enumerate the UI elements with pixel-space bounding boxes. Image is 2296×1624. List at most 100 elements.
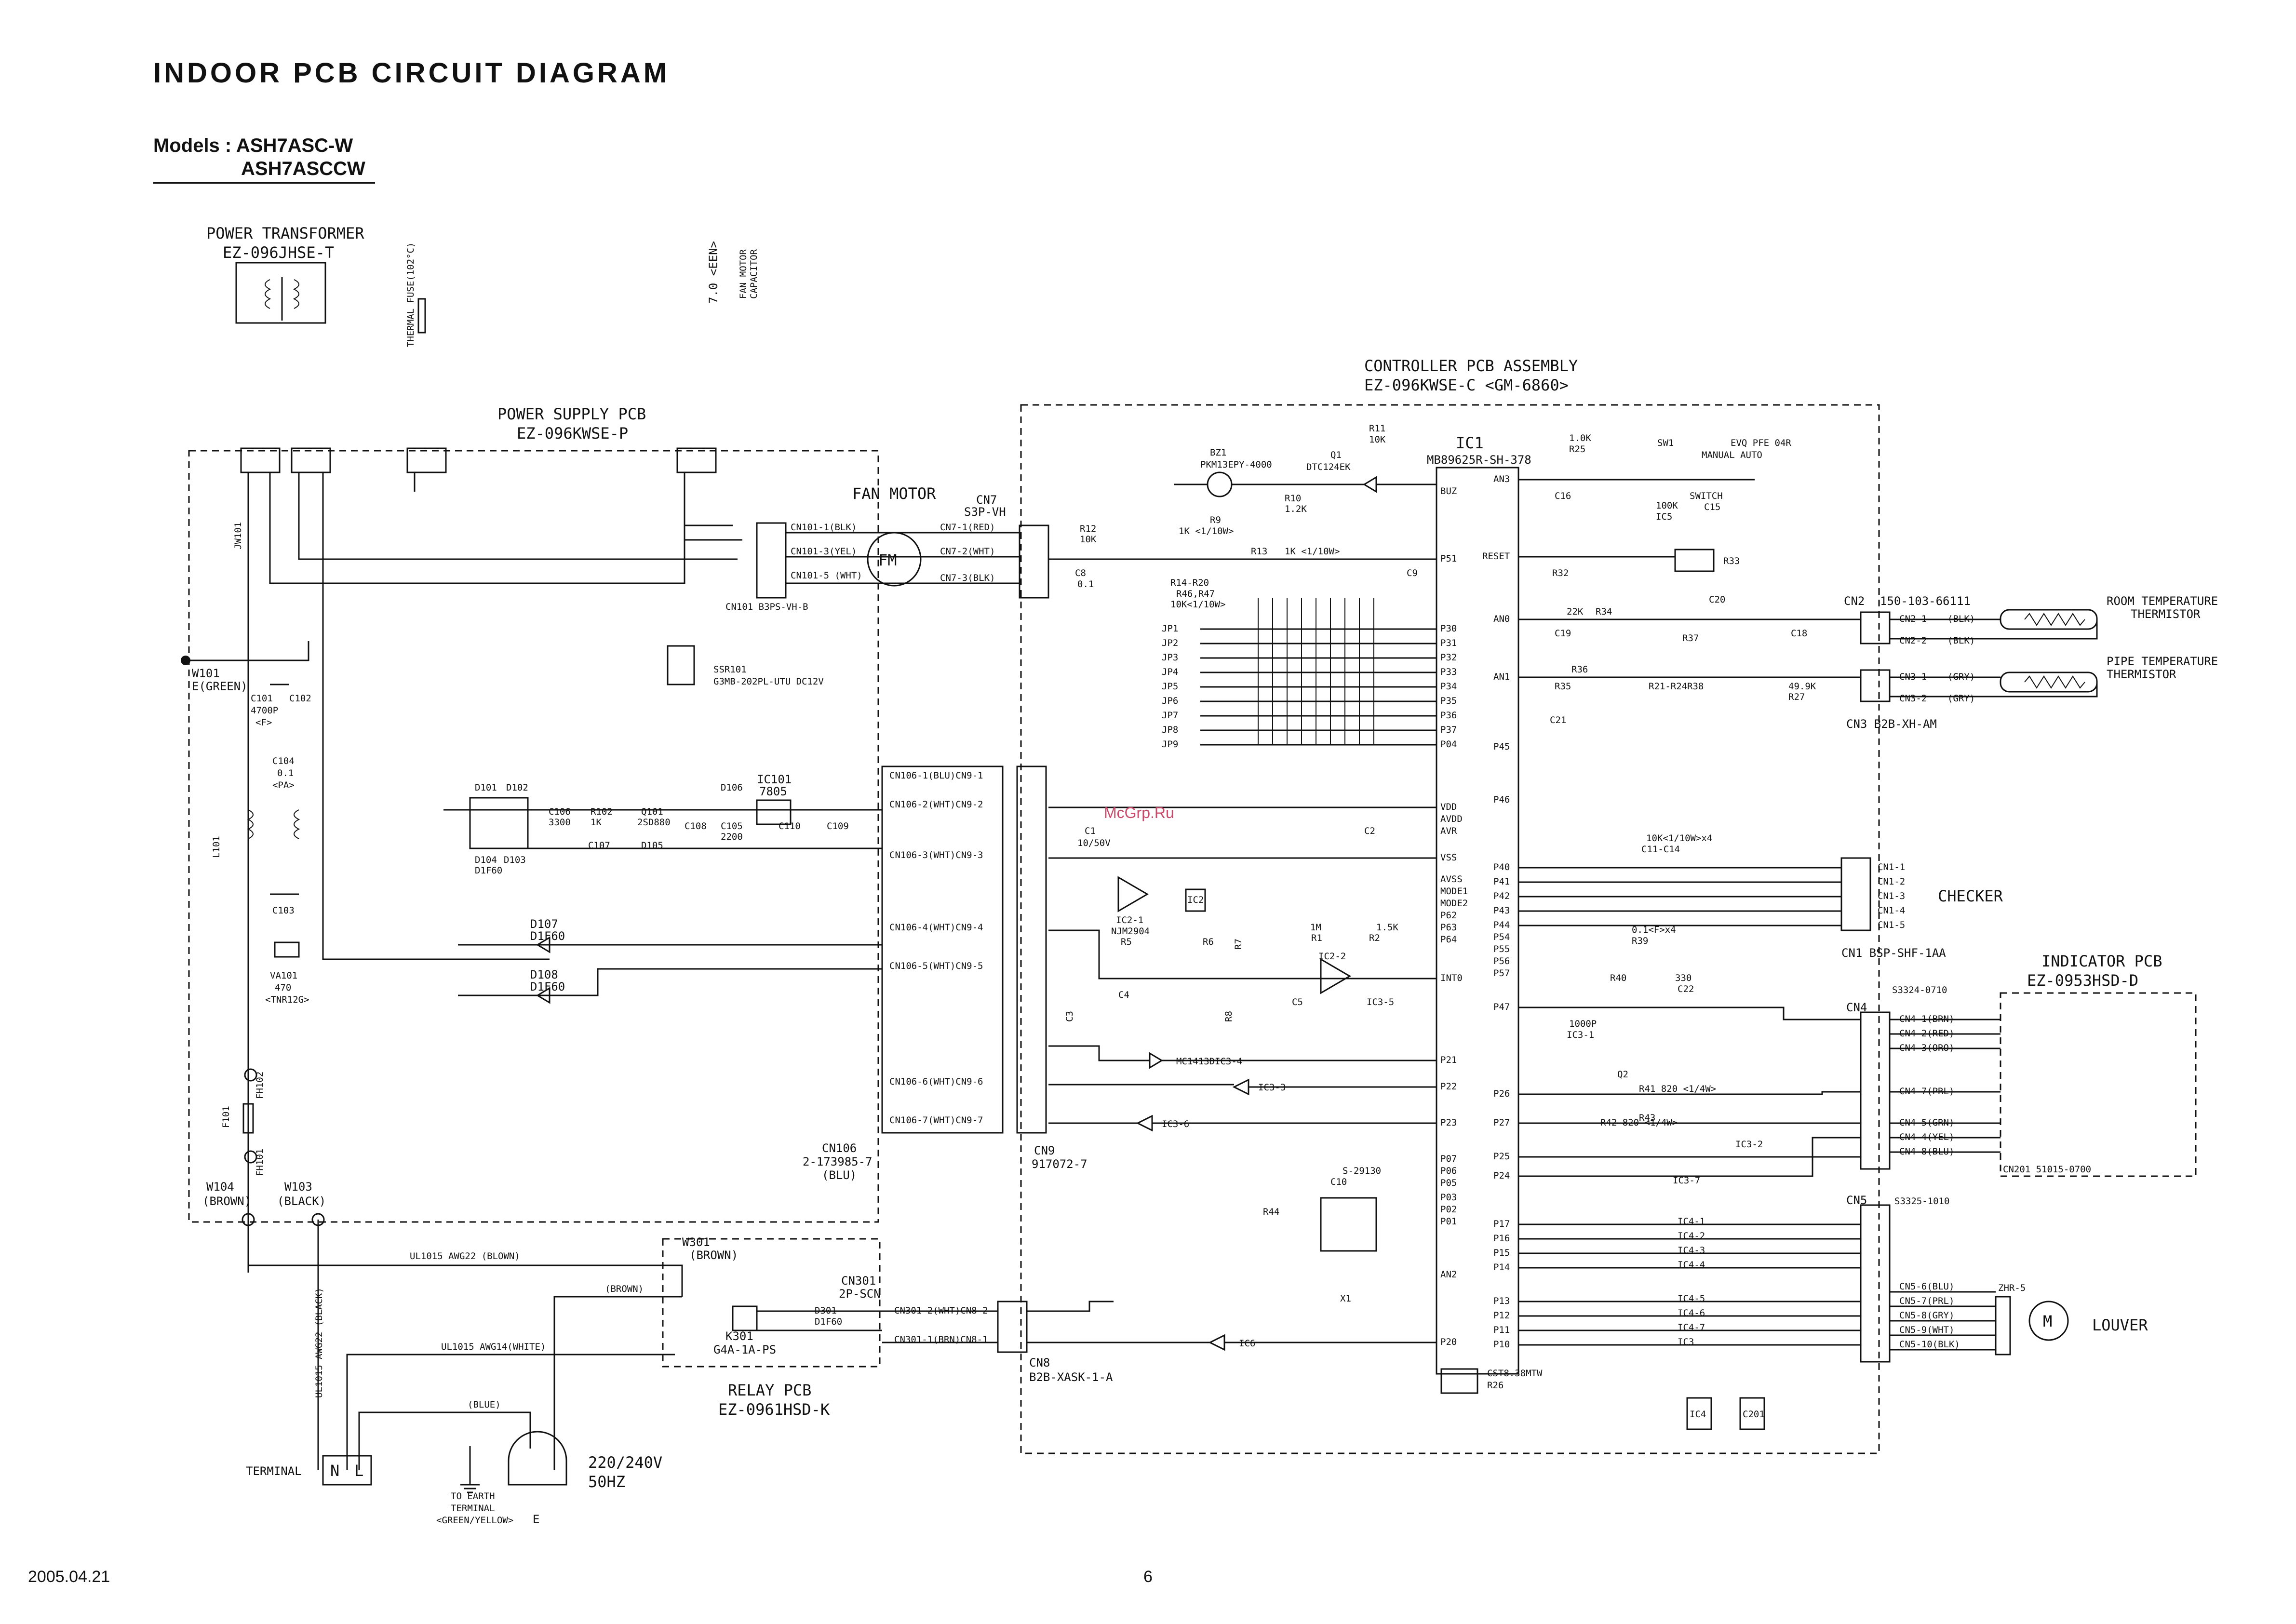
- r14-value: 10K<1/10W>: [1170, 599, 1225, 610]
- c104-label: C104: [272, 756, 295, 766]
- ic101-regulator: [756, 799, 792, 825]
- wire-relay: [757, 1310, 998, 1343]
- pin-p10: P10: [1493, 1339, 1510, 1350]
- wire-transformer-sec: [298, 472, 738, 560]
- r9-value: 1K <1/10W>: [1179, 526, 1234, 537]
- cn2-label: CN2: [1844, 594, 1865, 608]
- indicator-pcb-outline: [2000, 992, 2197, 1177]
- pin-p25: P25: [1493, 1151, 1510, 1162]
- pin-mode2: MODE2: [1440, 898, 1468, 909]
- ic1-label: IC1: [1456, 434, 1484, 452]
- cn1-pin-3: CN1-3: [1878, 891, 1905, 901]
- zhr-label: ZHR-5: [1998, 1283, 2026, 1293]
- ic2-2-opamp: [1320, 958, 1351, 994]
- r10-label: R10: [1285, 493, 1301, 504]
- terminal-n: N: [330, 1462, 339, 1480]
- cn106-label: CN106: [822, 1141, 857, 1155]
- ic101-value: 7805: [759, 785, 787, 798]
- cn5-pin-7: CN5-7(PRL): [1899, 1296, 1954, 1306]
- switch-label: C15: [1704, 502, 1720, 512]
- mains-frequency: 50HZ: [588, 1473, 625, 1491]
- cn2-pin-2: CN2-2: [1899, 635, 1927, 646]
- model-1: ASH7ASC-W: [236, 135, 353, 156]
- cn2-pin-2-color: (BLK): [1947, 635, 1975, 646]
- d105-label: D105: [641, 840, 663, 851]
- ic4-3-label: IC4-4: [1678, 1260, 1705, 1270]
- cn101-pin-5: CN101-5 (WHT): [791, 570, 862, 581]
- pin-p26: P26: [1493, 1088, 1510, 1099]
- r43-label: IC3-2: [1735, 1139, 1763, 1150]
- cn1-pin-5: CN1-5: [1878, 920, 1905, 930]
- r38-label: 49.9K: [1788, 681, 1816, 692]
- cn106-connector: [881, 765, 1004, 1134]
- c10-label: R44: [1263, 1207, 1279, 1217]
- va101-type: <TNR12G>: [265, 994, 309, 1005]
- r12-value: 10K: [1080, 534, 1097, 545]
- models-underline: [153, 182, 375, 184]
- model-2: ASH7ASCCW: [241, 158, 365, 179]
- r25-label: SW1: [1657, 438, 1674, 448]
- wire-brown-label: (BROWN): [605, 1284, 644, 1294]
- pin-p04: P04: [1440, 739, 1457, 750]
- c103-label: C103: [272, 905, 295, 916]
- w301-brown: (BROWN): [689, 1248, 738, 1262]
- pin-p23: P23: [1440, 1117, 1457, 1128]
- terminal-label: TERMINAL: [246, 1464, 302, 1478]
- louver-motor: [2028, 1301, 2069, 1341]
- cn7-label: CN7: [976, 493, 997, 507]
- pin-p62: P62: [1440, 910, 1457, 921]
- terminal-block: [322, 1455, 372, 1486]
- pin-p24: P24: [1493, 1170, 1510, 1181]
- ic6-part: C10: [1330, 1177, 1347, 1187]
- pin-vdd: VDD: [1440, 802, 1457, 812]
- cn5-pin-9: CN5-9(WHT): [1899, 1325, 1954, 1335]
- r7-label: R8: [1223, 1011, 1234, 1022]
- q101-label: Q101: [641, 806, 663, 817]
- cn7-type: S3P-VH: [964, 505, 1006, 519]
- pin-p54: P54: [1493, 932, 1510, 942]
- wire-fan-motor: [786, 532, 1020, 584]
- wire-cn8: [1027, 1301, 1437, 1343]
- cn5-pin-8: CN5-8(GRY): [1899, 1310, 1954, 1321]
- transformer-primary-coil: [265, 279, 271, 309]
- pin-p15: P15: [1493, 1248, 1510, 1258]
- room-thermistor: [2000, 609, 2098, 630]
- fh101-holder: [244, 1150, 257, 1164]
- pin-p11: P11: [1493, 1325, 1510, 1335]
- watermark: McGrp.Ru: [1104, 804, 1174, 821]
- r102-value: 1K: [591, 817, 602, 828]
- footer-date: 2005.04.21: [28, 1568, 110, 1586]
- pin-p40: P40: [1493, 862, 1510, 872]
- d101-label: D101: [475, 782, 497, 793]
- pin-p13: P13: [1493, 1296, 1510, 1306]
- x1-resonator: [1440, 1368, 1478, 1394]
- l101-coil: [247, 809, 254, 839]
- ic4-package-label: C201: [1743, 1409, 1765, 1420]
- d103-label: D103: [504, 855, 526, 865]
- wire-indicator-drive: [1518, 1091, 1861, 1177]
- r1-value: R2: [1369, 933, 1380, 943]
- r46-r47-label: R46,R47: [1176, 589, 1215, 599]
- ic3-5-driver: [1149, 1052, 1163, 1069]
- l101-coil-2: [294, 809, 300, 839]
- transformer-body: [235, 262, 326, 324]
- jp1-label: JP1: [1162, 623, 1178, 634]
- wire-ul1015-awg22-black: UL1015 AWG22 (BLACK): [314, 1288, 324, 1398]
- ic4-6-label: IC4-7: [1678, 1322, 1705, 1333]
- c102-label: C102: [289, 693, 311, 704]
- r21-r24-value: C11-C14: [1641, 844, 1680, 855]
- wire-indicator: [1890, 1019, 2001, 1153]
- wire-ac-line: [269, 472, 733, 584]
- transformer-secondary-coil: [293, 279, 299, 309]
- cn201-label: CN201 51015-0700: [2003, 1164, 2091, 1175]
- r13-value: 1K <1/10W>: [1285, 546, 1340, 557]
- cn106-pin-3: CN106-3(WHT)CN9-3: [889, 850, 983, 860]
- d104-label: D104: [475, 855, 497, 865]
- r35-label: R36: [1571, 664, 1588, 675]
- r32-value: IC5: [1656, 511, 1672, 522]
- c8-value: 0.1: [1077, 579, 1094, 590]
- q101-value: 2SD880: [637, 817, 671, 828]
- r21-r24-label: 10K<1/10W>x4: [1646, 833, 1712, 844]
- pin-p63: P63: [1440, 922, 1457, 933]
- ic6-label: S-29130: [1343, 1166, 1381, 1176]
